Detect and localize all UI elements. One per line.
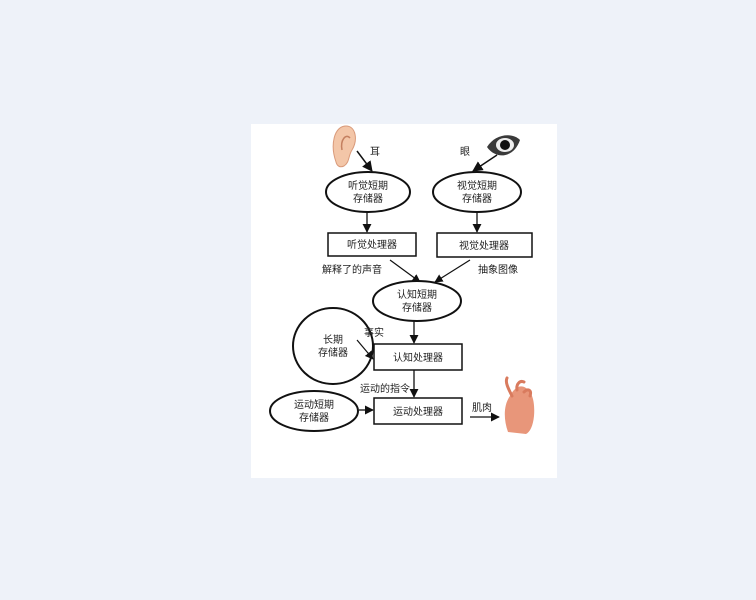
long-term-store: 长期 存储器 (292, 307, 374, 385)
visual-output-label: 抽象图像 (478, 263, 518, 276)
svg-text:听觉短期: 听觉短期 (348, 179, 388, 192)
cognitive-short-term-store: 认知短期 存储器 (372, 280, 462, 322)
cognitive-processor: 认知处理器 (373, 343, 463, 371)
visual-short-term-store: 视觉短期 存储器 (432, 171, 522, 213)
motor-short-term-store: 运动短期 存储器 (269, 390, 359, 432)
hand-icon (504, 376, 535, 434)
svg-text:视觉处理器: 视觉处理器 (459, 239, 509, 252)
eye-label: 眼 (460, 146, 470, 158)
facts-label: 事实 (364, 326, 384, 339)
svg-text:听觉处理器: 听觉处理器 (347, 239, 397, 251)
ear-icon (332, 125, 356, 168)
ear-label: 耳 (370, 146, 380, 158)
svg-text:存储器: 存储器 (462, 192, 492, 205)
eye-icon (487, 135, 520, 156)
svg-text:视觉短期: 视觉短期 (457, 179, 497, 192)
muscle-label: 肌肉 (472, 401, 492, 414)
svg-text:运动短期: 运动短期 (294, 398, 334, 411)
svg-text:存储器: 存储器 (318, 346, 348, 359)
motor-command-label: 运动的指令 (360, 382, 410, 395)
auditory-output-label: 解释了的声音 (322, 263, 382, 276)
motor-processor: 运动处理器 (373, 397, 463, 425)
svg-text:认知处理器: 认知处理器 (393, 351, 443, 364)
auditory-short-term-store: 听觉短期 存储器 (325, 171, 411, 213)
svg-text:认知短期: 认知短期 (397, 288, 437, 301)
svg-text:运动处理器: 运动处理器 (393, 406, 443, 418)
visual-processor: 视觉处理器 (436, 232, 533, 258)
svg-text:存储器: 存储器 (402, 301, 432, 314)
svg-text:长期: 长期 (323, 334, 343, 346)
auditory-processor: 听觉处理器 (327, 232, 417, 257)
svg-text:存储器: 存储器 (299, 411, 329, 424)
svg-text:存储器: 存储器 (353, 192, 383, 205)
